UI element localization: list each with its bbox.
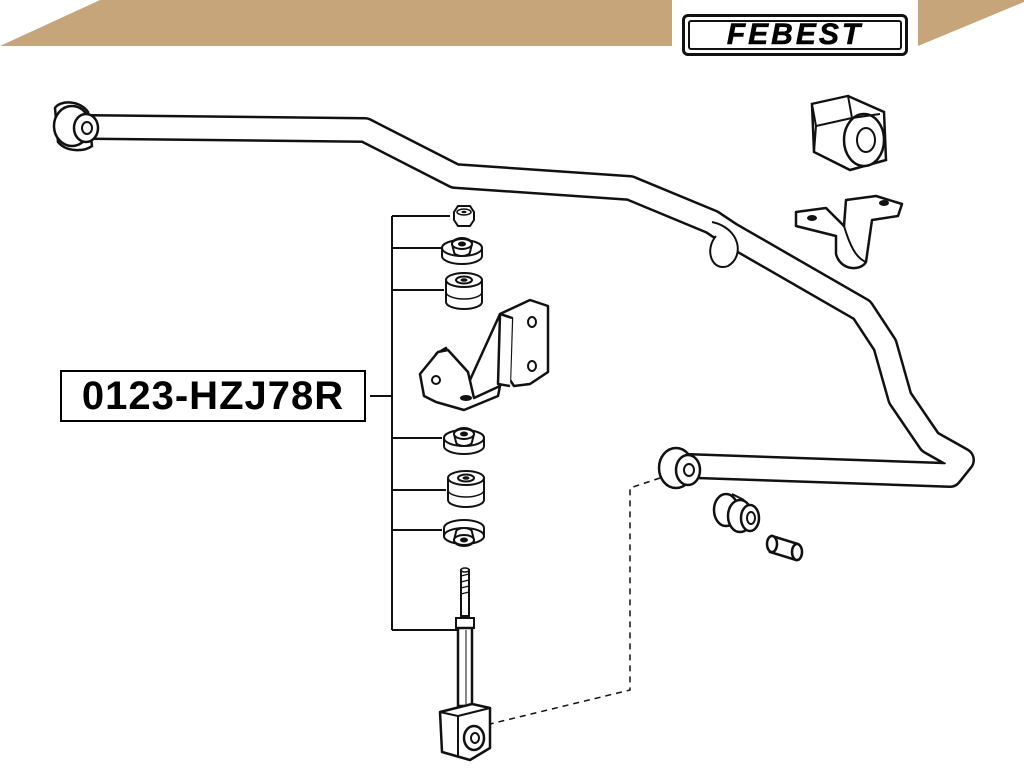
link-nut bbox=[453, 205, 475, 227]
brand-logo-text: FEBEST bbox=[726, 18, 864, 51]
link-washer-lower bbox=[443, 427, 485, 455]
end-bushing bbox=[712, 492, 761, 534]
brand-logo: FEBEST bbox=[682, 14, 908, 56]
link-bushing-lower bbox=[447, 470, 485, 508]
end-sleeve bbox=[765, 534, 804, 562]
link-washer-bottom bbox=[443, 519, 485, 547]
bar-bushing bbox=[810, 94, 888, 172]
part-number-label: 0123-HZJ78R bbox=[60, 370, 366, 422]
link-bushing-upper bbox=[445, 272, 483, 310]
part-number-text: 0123-HZJ78R bbox=[81, 374, 345, 418]
bushing-bracket bbox=[794, 194, 904, 270]
stabilizer-bar bbox=[77, 114, 975, 488]
link-rod bbox=[438, 567, 492, 762]
link-washer-upper bbox=[441, 237, 483, 265]
banner-right-stripe bbox=[918, 0, 1024, 46]
mounting-bracket bbox=[418, 298, 550, 412]
bar-end-right bbox=[657, 446, 702, 490]
dashed-connector bbox=[489, 477, 661, 725]
bar-end-left bbox=[52, 101, 100, 152]
banner-left-stripe bbox=[0, 0, 672, 46]
header-banner bbox=[0, 0, 1024, 46]
leader-bracket bbox=[370, 215, 458, 631]
